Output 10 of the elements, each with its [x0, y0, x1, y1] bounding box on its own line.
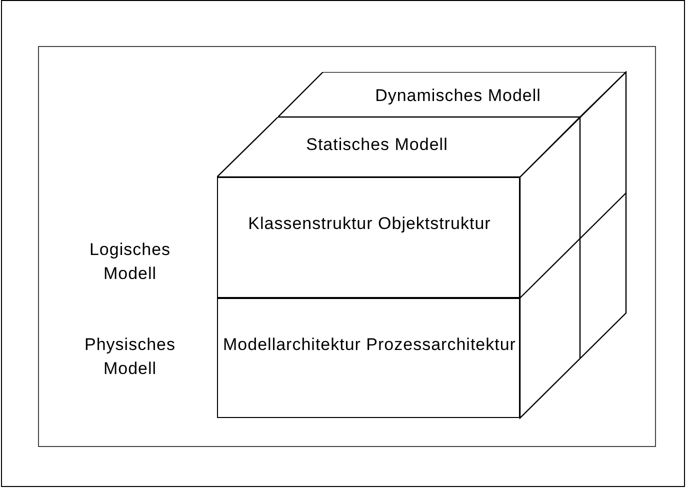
front-face — [217, 177, 520, 298]
top-face — [217, 117, 580, 177]
row-label: Physisches Modell — [84, 334, 176, 380]
front-face — [217, 298, 520, 418]
face-label: Statisches Modell — [305, 134, 449, 156]
face-label: Klassenstruktur Objektstruktur — [247, 213, 492, 235]
top-face — [278, 72, 626, 117]
row-label: Logisches Modell — [88, 239, 172, 285]
face-label: Modellarchitektur Prozessarchitektur — [222, 334, 517, 356]
face-label: Dynamisches Modell — [374, 85, 542, 107]
